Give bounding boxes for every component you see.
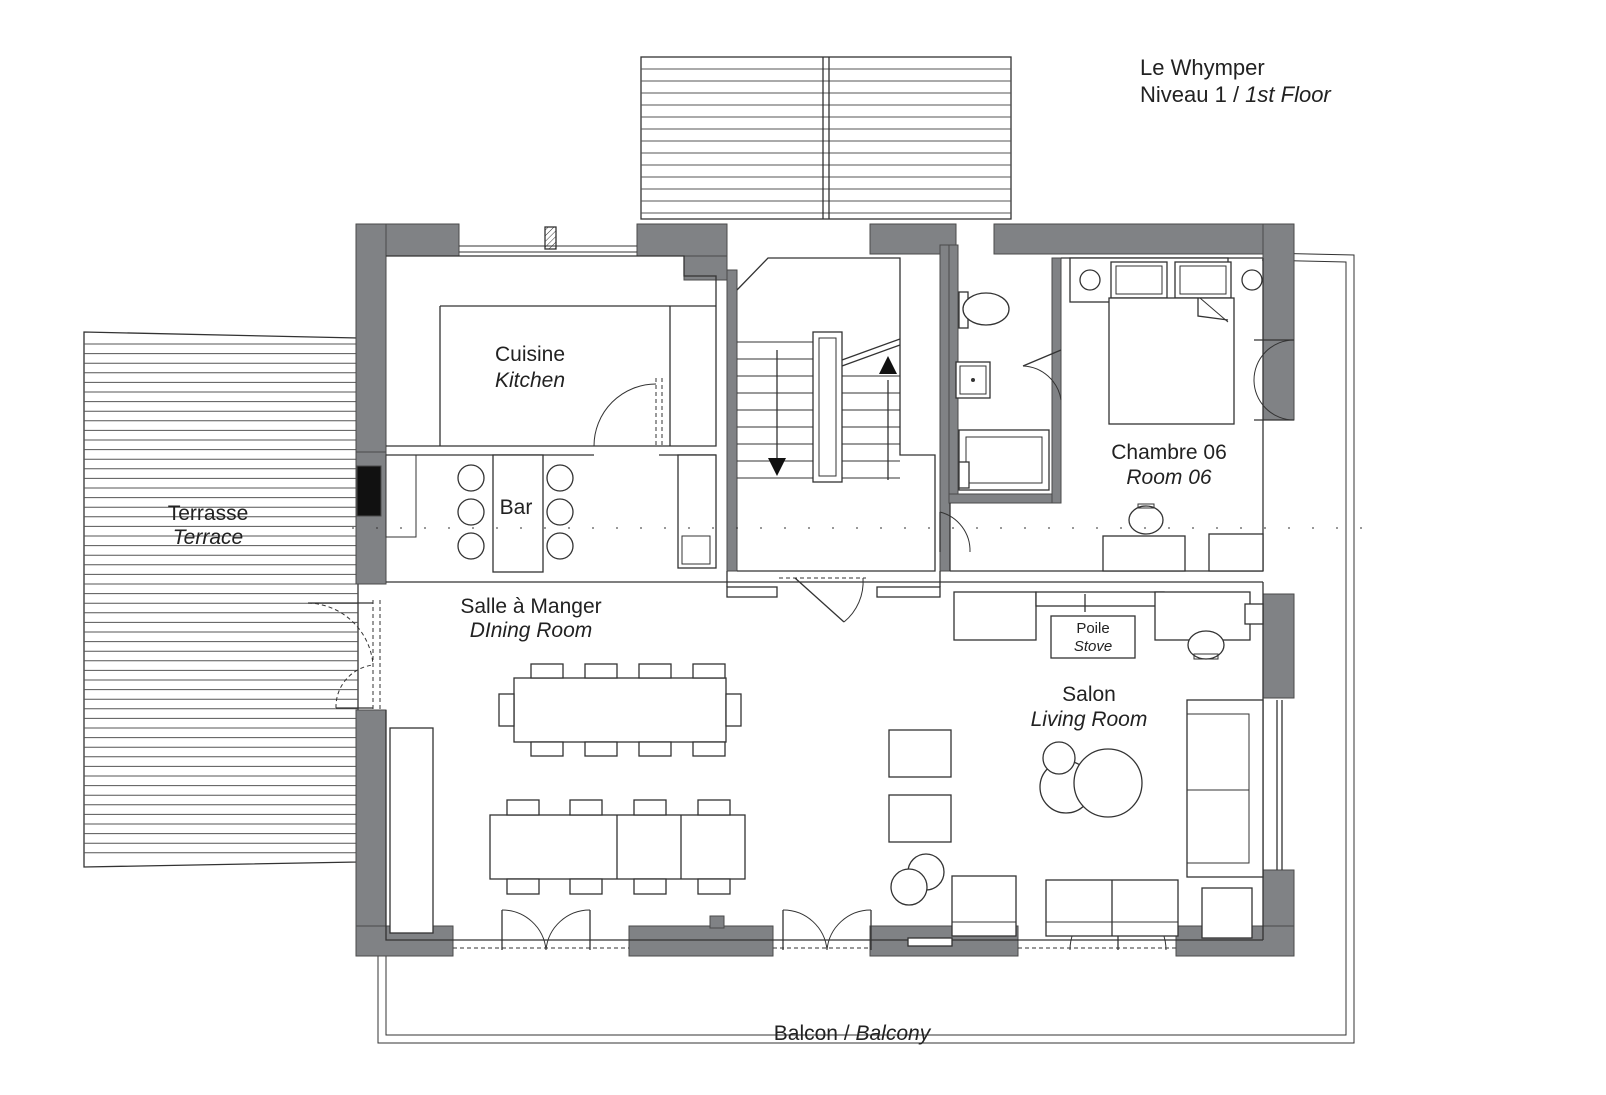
chair <box>506 878 540 895</box>
dining-west-door <box>307 600 434 934</box>
bar-label: Bar <box>500 496 533 519</box>
staircase <box>737 331 901 483</box>
bedroom-furniture <box>939 257 1295 572</box>
balcony-outline <box>377 252 1355 1044</box>
chair <box>530 663 564 679</box>
walls <box>355 223 1295 957</box>
stair-door <box>726 577 941 623</box>
bedroom-label-en: Room 06 <box>1126 466 1212 489</box>
chair <box>697 799 731 816</box>
chair <box>692 741 726 757</box>
terrace-label-en: Terrace <box>173 526 243 549</box>
chair <box>633 799 667 816</box>
chair <box>638 741 672 757</box>
chair <box>569 799 603 816</box>
terrace-label-fr: Terrasse <box>168 502 249 525</box>
chair <box>530 741 564 757</box>
balcony-text: Balcon / Balcony <box>774 1022 932 1045</box>
chair <box>638 663 672 679</box>
stove-label-en: Stove <box>1074 638 1112 655</box>
chair <box>498 693 515 727</box>
kitchen-label-fr: Cuisine <box>495 343 565 366</box>
chair <box>633 878 667 895</box>
dining-label-fr: Salle à Manger <box>460 595 601 618</box>
living-label-fr: Salon <box>1062 683 1116 706</box>
terrace-deck <box>83 331 359 868</box>
chair <box>506 799 540 816</box>
dining-table <box>513 677 727 743</box>
bedroom-label-fr: Chambre 06 <box>1111 441 1227 464</box>
stove-label-fr: Poile <box>1076 620 1109 637</box>
chair <box>725 693 742 727</box>
chair <box>697 878 731 895</box>
header-label: Le Whymper Niveau 1 / 1st Floor <box>1140 55 1332 107</box>
kitchen-fixtures <box>593 378 663 447</box>
plan-level: Niveau 1 / 1st Floor <box>1140 82 1332 107</box>
chair <box>584 663 618 679</box>
living-label-en: Living Room <box>1031 708 1148 731</box>
chair <box>692 663 726 679</box>
top-deck <box>640 56 1012 220</box>
chair <box>584 741 618 757</box>
plan-title: Le Whymper <box>1140 55 1265 80</box>
dining-label-en: DIning Room <box>470 619 593 642</box>
living-furniture <box>888 591 1283 947</box>
bar-furniture <box>385 454 717 573</box>
bathroom-fixtures <box>955 291 1062 491</box>
dining-furniture <box>489 663 746 895</box>
chair <box>569 878 603 895</box>
kitchen-label-en: Kitchen <box>495 369 565 392</box>
